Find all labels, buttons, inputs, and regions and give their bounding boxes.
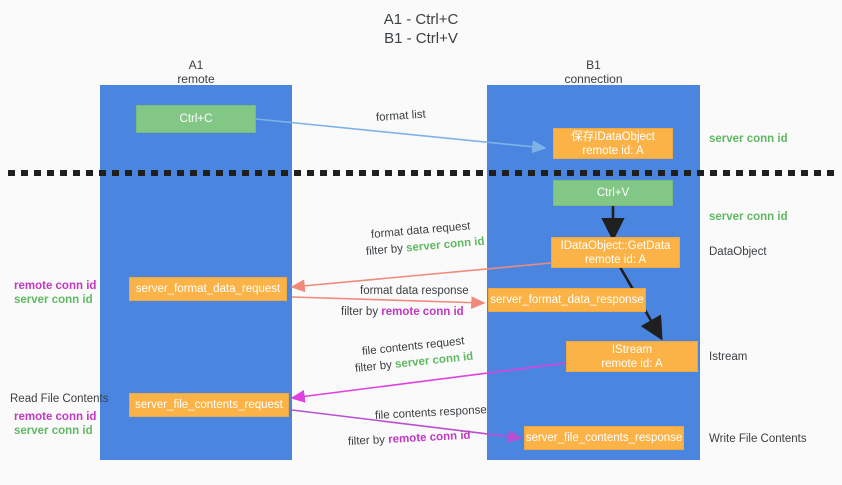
right-label-server-conn-id-mid: server conn id: [709, 211, 788, 223]
title-line-2: B1 - Ctrl+V: [384, 30, 458, 47]
node-ctrl-c-label: Ctrl+C: [179, 113, 213, 125]
node-save-idataobject-line2: remote id: A: [582, 144, 644, 157]
node-server-format-data-response-label: server_format_data_response: [490, 294, 644, 306]
right-label-istream: Istream: [709, 351, 748, 363]
filter-prefix: filter by: [341, 306, 382, 318]
filter-key-remote-conn-id: remote conn id: [381, 306, 464, 318]
node-server-file-contents-request-label: server_file_contents_request: [135, 399, 283, 411]
arrow-file-contents-request: [290, 362, 567, 403]
node-server-file-contents-response-label: server_file_contents_response: [525, 432, 683, 444]
right-label-dataobject: DataObject: [709, 246, 767, 258]
node-server-format-data-request[interactable]: server_format_data_request: [129, 277, 287, 301]
node-save-idataobject[interactable]: 保存IDataObject remote id: A: [553, 128, 673, 159]
column-header-a1-sub: remote: [177, 72, 215, 86]
node-server-file-contents-request[interactable]: server_file_contents_request: [129, 393, 289, 417]
right-label-write-file-contents: Write File Contents: [709, 433, 807, 445]
diagram-title: A1 - Ctrl+C B1 - Ctrl+V: [0, 10, 842, 48]
filter-prefix: filter by: [365, 242, 407, 258]
column-header-a1: A1 remote: [100, 58, 292, 86]
node-idataobject-getdata[interactable]: IDataObject::GetData remote id: A: [551, 237, 680, 268]
right-label-server-conn-id-top: server conn id: [709, 133, 788, 145]
column-header-b1-name: B1: [586, 58, 601, 72]
node-ctrl-v-label: Ctrl+V: [596, 187, 630, 199]
filter-prefix: filter by: [347, 433, 389, 448]
node-ctrl-v[interactable]: Ctrl+V: [553, 180, 673, 206]
node-istream[interactable]: IStream remote id: A: [566, 341, 698, 372]
left-label-server-conn-id-1: server conn id: [14, 294, 93, 306]
node-server-file-contents-response[interactable]: server_file_contents_response: [524, 426, 684, 450]
left-label-remote-conn-id-2: remote conn id: [14, 411, 97, 423]
node-server-format-data-request-label: server_format_data_request: [135, 283, 281, 295]
node-server-format-data-response[interactable]: server_format_data_response: [488, 288, 646, 312]
left-label-read-file-contents: Read File Contents: [10, 393, 109, 405]
arrow-format-data-response: [291, 296, 486, 309]
column-header-a1-name: A1: [188, 58, 204, 72]
node-getdata-line1: IDataObject::GetData: [560, 239, 671, 252]
edge-label-format-data-response-filter: filter by remote conn id: [341, 305, 464, 319]
left-label-server-conn-id-2: server conn id: [14, 425, 93, 437]
arrow-format-list: [255, 118, 547, 154]
node-ctrl-c[interactable]: Ctrl+C: [136, 105, 256, 133]
title-line-1: A1 - Ctrl+C: [383, 11, 459, 28]
arrow-file-contents-response: [291, 409, 523, 443]
edge-label-format-data-response: format data response: [360, 285, 469, 297]
node-istream-line1: IStream: [611, 343, 653, 356]
dashed-separator: [8, 170, 834, 176]
left-label-remote-conn-id-1: remote conn id: [14, 280, 97, 292]
node-istream-line2: remote id: A: [601, 357, 663, 370]
node-getdata-line2: remote id: A: [584, 253, 647, 266]
node-save-idataobject-line1: 保存IDataObject: [571, 130, 655, 143]
column-header-b1-sub: connection: [564, 72, 623, 86]
column-header-b1: B1 connection: [487, 58, 700, 86]
arrow-format-data-request: [290, 262, 552, 293]
